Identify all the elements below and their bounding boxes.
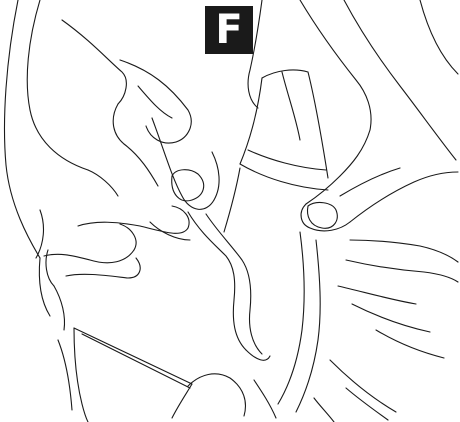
left-hand [5, 0, 220, 330]
right-hand [248, 0, 458, 358]
folded-flap [58, 328, 276, 422]
step-label-badge: F [205, 6, 253, 54]
cone-cup [240, 70, 328, 190]
lower-contours [314, 360, 396, 422]
strap [188, 168, 320, 412]
